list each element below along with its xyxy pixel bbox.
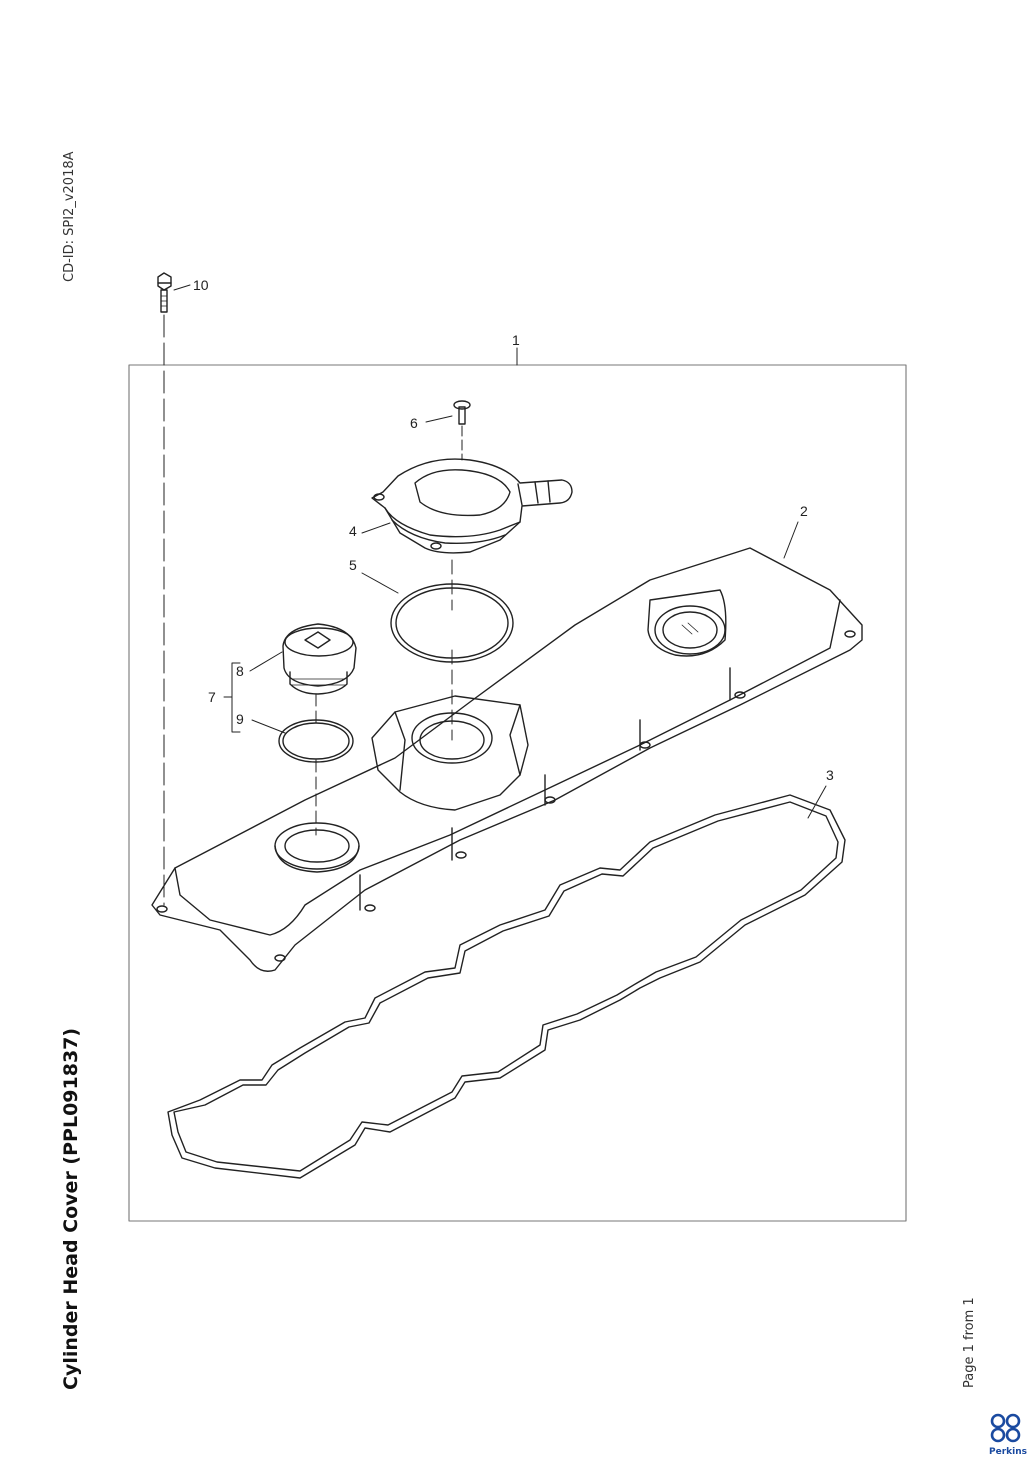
callout-3: 3	[826, 767, 834, 783]
callout-7: 7	[208, 689, 216, 705]
bolt-part	[157, 272, 191, 313]
o-ring-large-part	[361, 572, 514, 663]
callout-10: 10	[193, 277, 209, 293]
callout-8: 8	[236, 663, 244, 679]
oil-filler-cap-part	[249, 623, 357, 695]
gasket-part	[167, 785, 846, 1179]
callout-2: 2	[800, 503, 808, 519]
callout-5: 5	[349, 557, 357, 573]
o-ring-small-part	[251, 719, 354, 763]
callout-1: 1	[512, 332, 520, 348]
callout-6: 6	[410, 415, 418, 431]
callout-9: 9	[236, 711, 244, 727]
callout-4: 4	[349, 523, 357, 539]
perkins-logo: Perkins	[989, 1413, 1027, 1457]
assembly-frame	[128, 364, 907, 1222]
brand-name: Perkins	[989, 1447, 1027, 1457]
breather-housing-part	[361, 458, 573, 554]
cylinder-head-cover-part	[151, 521, 863, 972]
screw-part	[425, 400, 471, 425]
